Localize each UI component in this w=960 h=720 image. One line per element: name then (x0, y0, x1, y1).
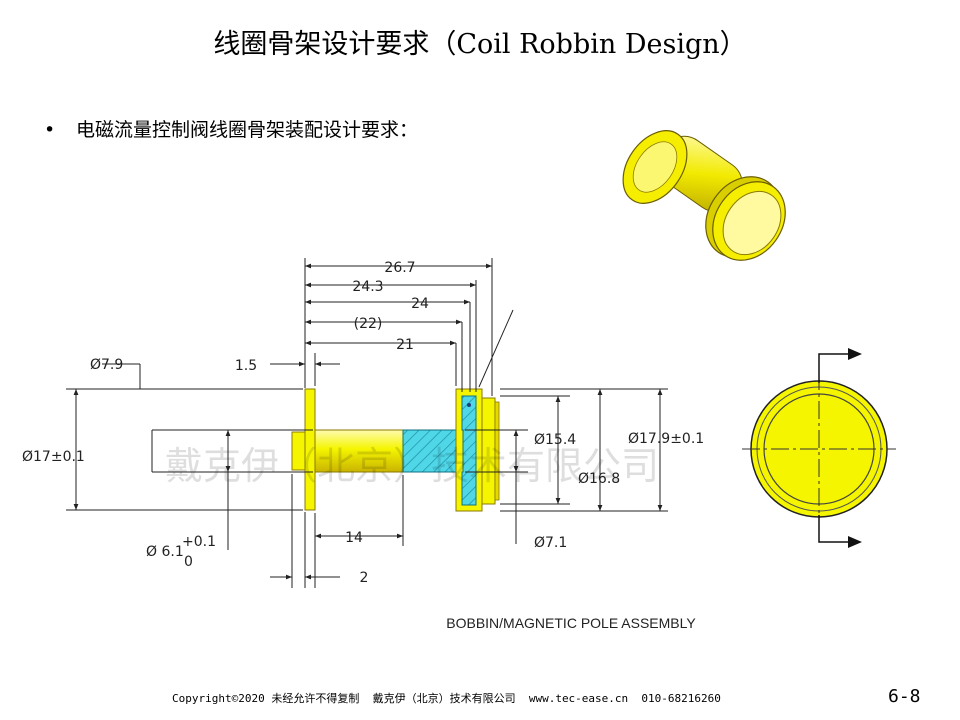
dim-dia-7-1: Ø7.1 (534, 535, 567, 551)
dim-bore-dia: Ø 6.1 (146, 544, 184, 560)
slide-title: 线圈骨架设计要求（Coil Robbin Design） (213, 29, 747, 60)
footer-copyright: Copyright©2020 未经允许不得复制 戴克伊（北京）技术有限公司 ww… (172, 692, 721, 705)
dim-length-21: 21 (396, 337, 414, 353)
dim-dia-15-4: Ø15.4 (534, 432, 576, 448)
dim-length-24: 24 (411, 296, 429, 312)
drawing-caption: BOBBIN/MAGNETIC POLE ASSEMBLY (446, 615, 696, 631)
page-number: 6-8 (888, 686, 921, 707)
dimension-lines (66, 258, 668, 588)
dim-length-ref-22: (22) (354, 316, 383, 332)
bullet-symbol: • (44, 119, 56, 141)
dim-bore-tol-upper: +0.1 (182, 534, 216, 550)
bobbin-3d-view (622, 130, 786, 261)
watermark: 戴克伊（北京）技术有限公司 (165, 444, 659, 488)
dim-length-24-3: 24.3 (352, 279, 383, 295)
dim-pole-length: 14 (345, 530, 363, 546)
dim-bore-tol-lower: 0 (184, 554, 193, 570)
dim-dia-16-8: Ø16.8 (578, 471, 620, 487)
dim-offset: 2 (360, 570, 369, 586)
dim-overall-length: 26.7 (384, 260, 415, 276)
dim-dia-17-9: Ø17.9±0.1 (628, 431, 704, 447)
dim-flange-dia: Ø7.9 (90, 357, 123, 373)
bobbin-end-view (742, 348, 896, 548)
bullet-item: • 电磁流量控制阀线圈骨架装配设计要求： (44, 115, 418, 142)
bullet-text: 电磁流量控制阀线圈骨架装配设计要求： (76, 119, 419, 141)
dim-outer-dia: Ø17±0.1 (22, 449, 85, 465)
bobbin-section-view (291, 309, 514, 512)
dim-flange-thickness: 1.5 (235, 358, 257, 374)
